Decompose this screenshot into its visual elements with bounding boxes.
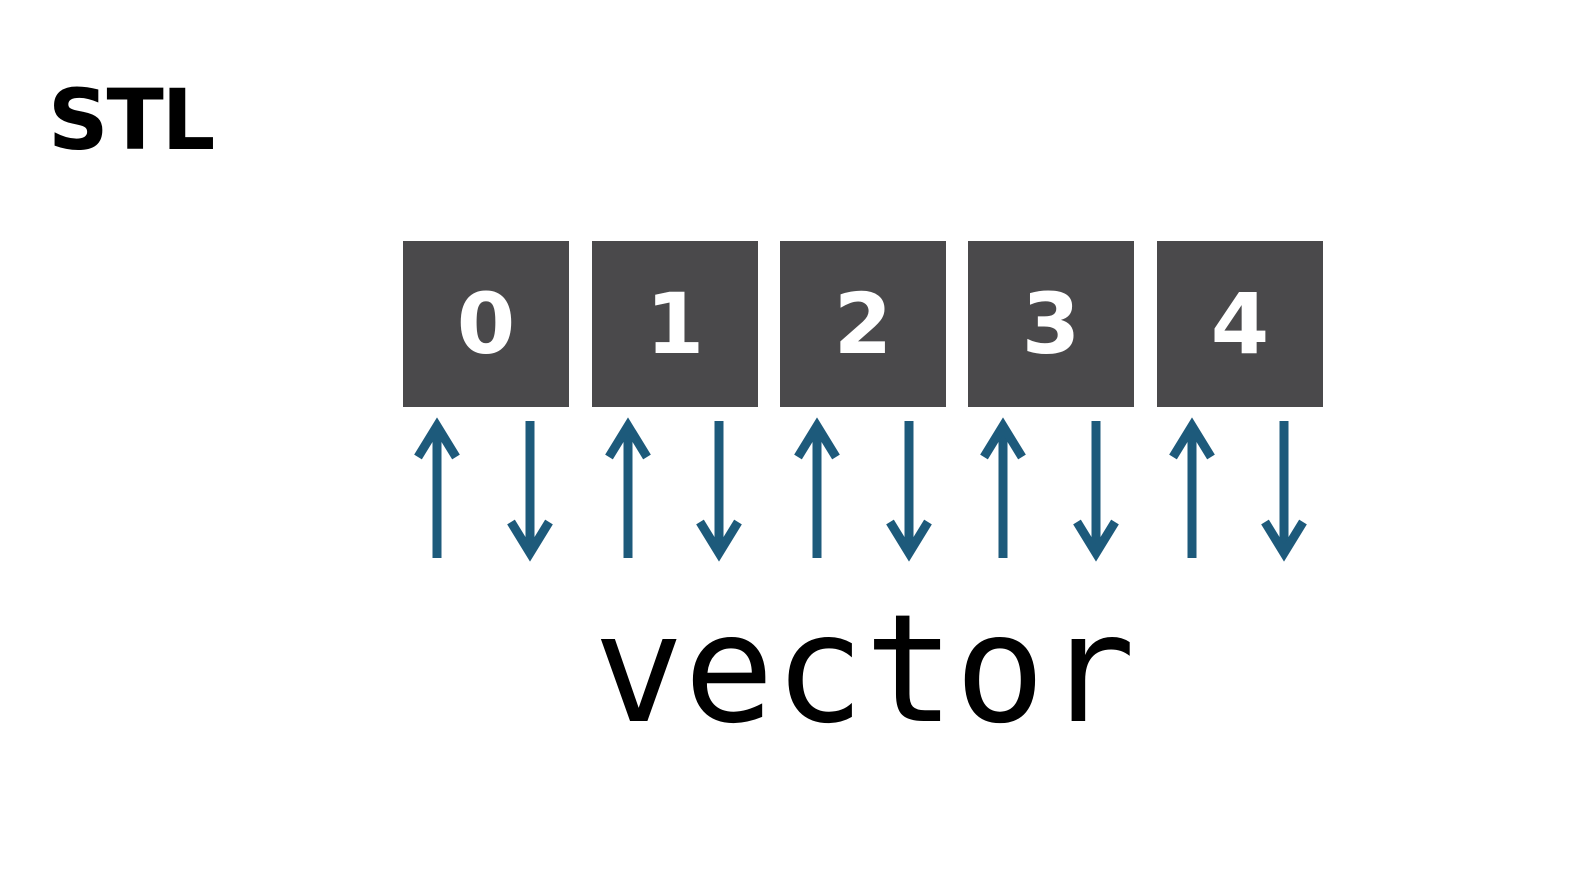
vector-cell-4: 4 xyxy=(1157,241,1323,407)
cell-index-4: 4 xyxy=(1210,275,1270,373)
down-arrow-icon xyxy=(886,421,932,562)
vector-cell-3: 3 xyxy=(968,241,1134,407)
container-label: vector xyxy=(593,583,1136,757)
up-arrow-icon xyxy=(794,417,840,558)
cell-index-3: 3 xyxy=(1021,275,1081,373)
up-arrow-icon xyxy=(980,417,1026,558)
up-arrow-icon xyxy=(1169,417,1215,558)
cell-index-1: 1 xyxy=(645,275,705,373)
vector-cell-2: 2 xyxy=(780,241,946,407)
vector-cell-1: 1 xyxy=(592,241,758,407)
down-arrow-icon xyxy=(1261,421,1307,562)
up-arrow-icon xyxy=(414,417,460,558)
cell-index-2: 2 xyxy=(833,275,893,373)
slide-title: STL xyxy=(48,71,215,169)
vector-cell-0: 0 xyxy=(403,241,569,407)
down-arrow-icon xyxy=(1073,421,1119,562)
cell-index-0: 0 xyxy=(456,275,516,373)
down-arrow-icon xyxy=(696,421,742,562)
down-arrow-icon xyxy=(507,421,553,562)
up-arrow-icon xyxy=(605,417,651,558)
